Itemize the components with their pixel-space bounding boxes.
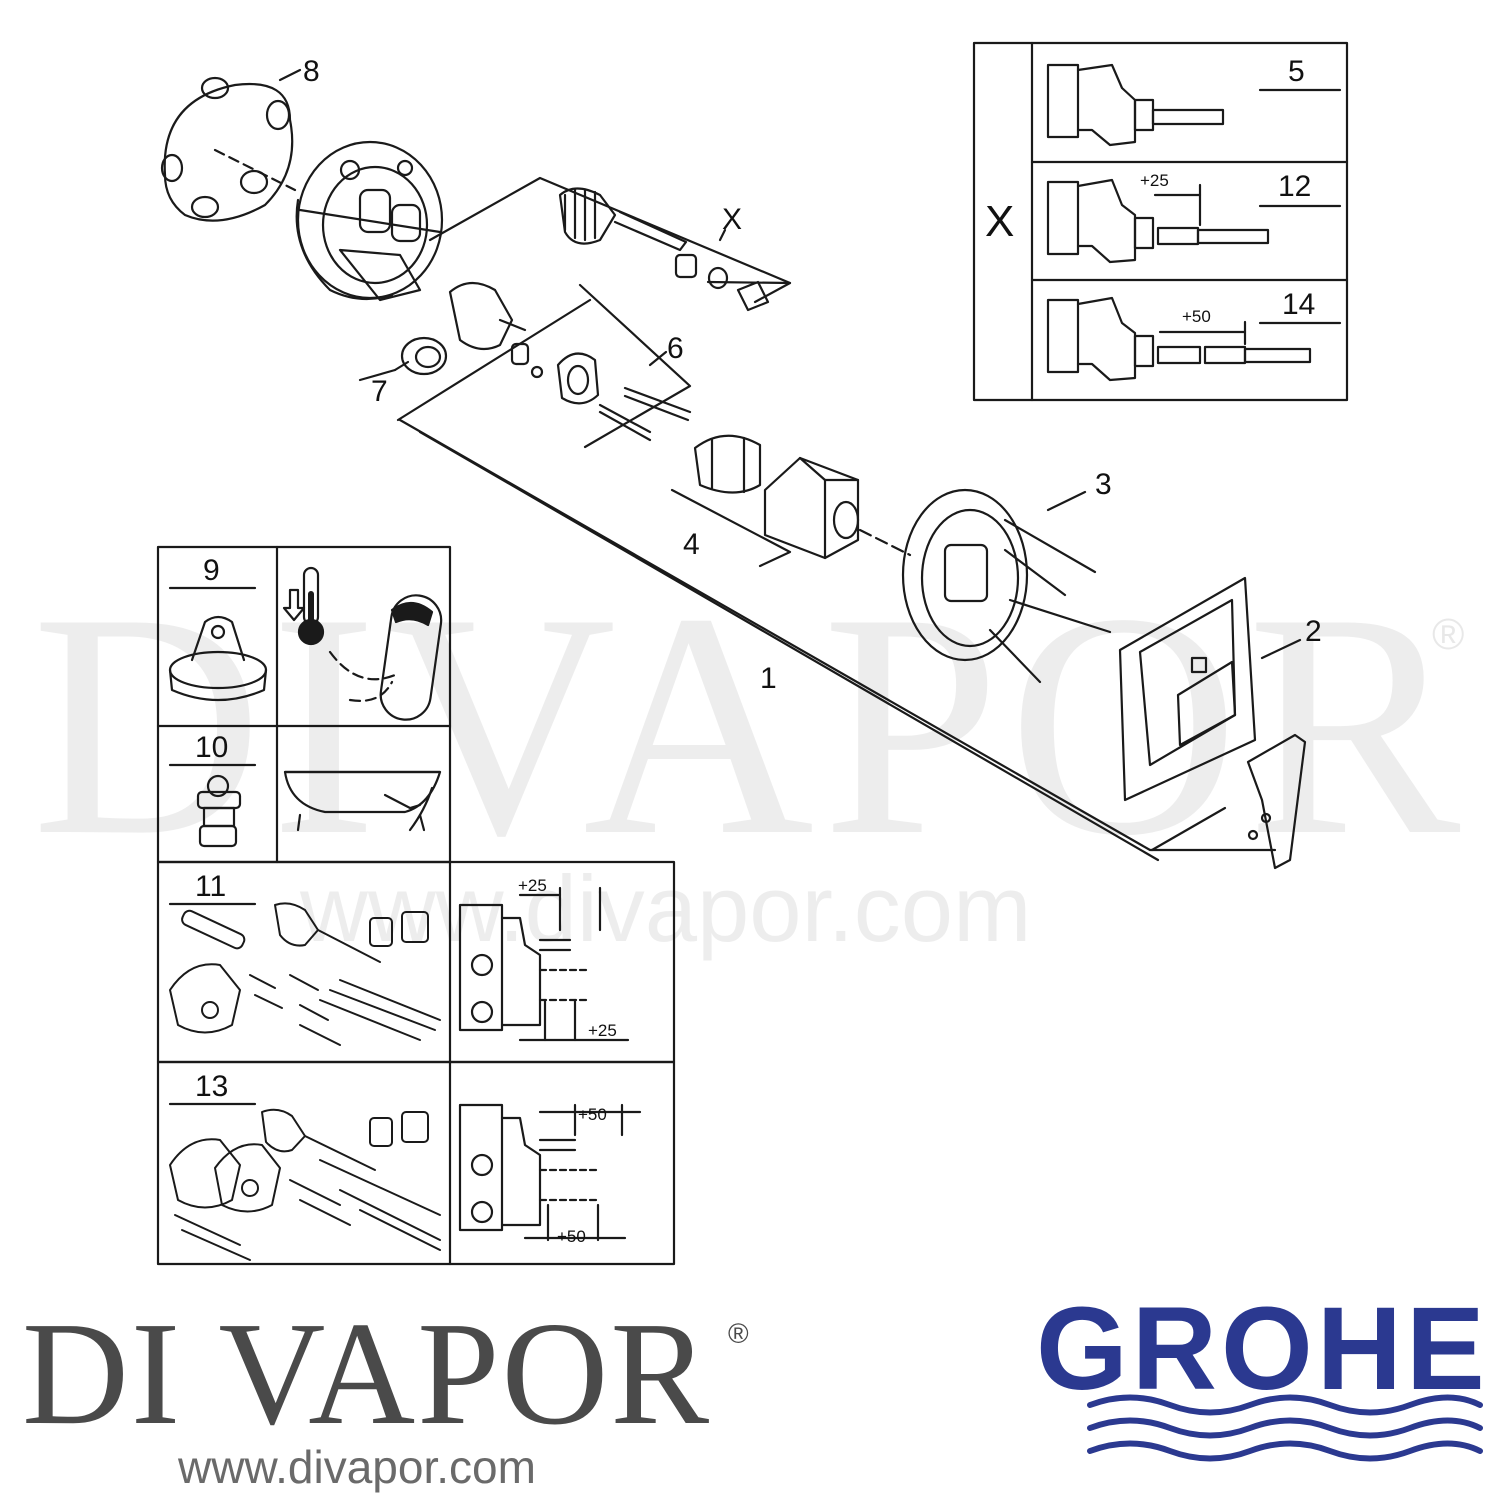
- kit-10-part: [196, 774, 242, 848]
- assembly-bracket-lines: [396, 176, 1277, 862]
- kit-13-dimension-top: +50: [578, 1105, 607, 1124]
- kit-13-number: 13: [195, 1070, 229, 1103]
- grohe-logo-text: GROHE: [1036, 1283, 1489, 1415]
- cover-cap: [763, 456, 912, 560]
- kit-13-parts: [169, 1108, 441, 1261]
- callout-8: 8: [303, 55, 320, 88]
- callout-2: 2: [1305, 615, 1322, 648]
- kit-11-parts: [169, 902, 441, 1046]
- inset-x-label: X: [985, 197, 1015, 246]
- callout-3: 3: [1095, 468, 1112, 501]
- divapor-logo-text: DI VAPOR: [22, 1292, 712, 1456]
- kit-10-number: 10: [195, 731, 229, 764]
- inset-row-12-dimension: +25: [1140, 171, 1169, 190]
- watermark-registered-mark: ®: [1432, 610, 1465, 659]
- valve-body: [295, 140, 444, 302]
- callout-4: 4: [683, 528, 700, 561]
- kit-11-dimension-drawing: [458, 886, 630, 1042]
- kit-13-dimension-drawing: [458, 1103, 642, 1242]
- watermark-url: www.divapor.com: [300, 856, 1032, 961]
- divapor-registered-mark: ®: [728, 1318, 749, 1349]
- thermostat-cartridge: [448, 281, 544, 379]
- kit-table-frame: [156, 545, 676, 1266]
- kit-11-dimension-top: +25: [518, 876, 547, 895]
- inset-row-12-number: 12: [1278, 170, 1312, 203]
- inset-row-14-number: 14: [1282, 288, 1316, 321]
- grohe-wave-icon: [1087, 1394, 1483, 1462]
- callout-1: 1: [760, 662, 777, 695]
- kit-9-cap: [168, 615, 268, 702]
- part-4-sleeve: [693, 434, 762, 494]
- part-8-gasket: [160, 68, 302, 222]
- inset-x-box: [972, 41, 1349, 402]
- kit-11-dimension-bottom: +25: [588, 1021, 617, 1040]
- part-3-backplate: [901, 488, 1112, 684]
- kit-9-number: 9: [203, 554, 220, 587]
- part-7-nut: [358, 336, 448, 382]
- lever-handle: [1246, 733, 1307, 870]
- kit-11-number: 11: [195, 870, 227, 903]
- callout-7: 7: [371, 375, 388, 408]
- inset-row-5-number: 5: [1288, 55, 1305, 88]
- part-2-faceplate: [1118, 576, 1302, 802]
- cartridge-x: [558, 187, 770, 312]
- divapor-url: www.divapor.com: [178, 1441, 536, 1493]
- kit-13-dimension-bottom: +50: [557, 1227, 586, 1246]
- kit-10-bathtub: [283, 770, 442, 832]
- callout-x: X: [722, 203, 743, 236]
- inset-row-14-dimension: +50: [1182, 307, 1211, 326]
- callout-6: 6: [667, 332, 684, 365]
- kit-9-temperature-symbol: [282, 566, 443, 721]
- part-6-ring-and-screws: [556, 350, 692, 442]
